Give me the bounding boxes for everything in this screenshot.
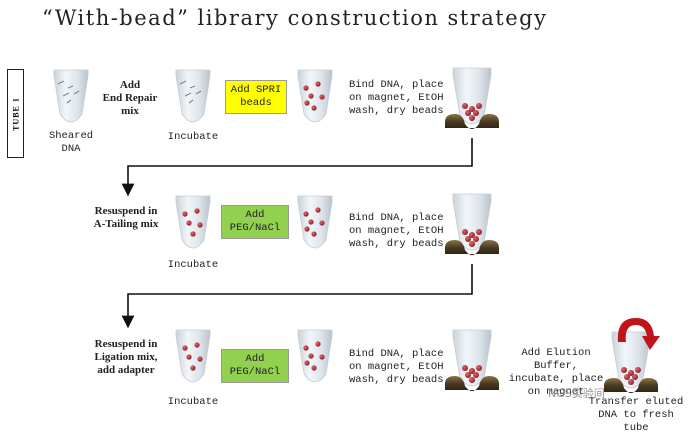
tube-label-box: TUBE 1 [7, 69, 24, 158]
step-resuspend-a-tailing: Resuspend in A-Tailing mix [93, 205, 159, 230]
magnet-icon [445, 240, 499, 255]
tube-caption-sheared: Sheared DNA [48, 130, 94, 155]
step-add-end-repair: Add End Repair mix [102, 79, 158, 117]
add-elution-buffer-text: Add Elution Buffer, incubate, place on m… [508, 347, 604, 398]
tube-icon [175, 195, 211, 249]
final-tube [604, 318, 660, 393]
step-resuspend-ligation: Resuspend in Ligation mix, add adapter [94, 338, 158, 376]
magnet-icon [445, 114, 499, 129]
watermark: NGS实验间 [548, 387, 605, 400]
tube-icon [297, 195, 333, 249]
magnet-tube [445, 329, 499, 391]
add-peg-nacl-box: Add PEG/NaCl [221, 349, 289, 383]
tube-icon [297, 69, 333, 123]
magnet-icon [445, 376, 499, 391]
tube-caption-incubate: Incubate [167, 259, 219, 271]
bind-dna-text: Bind DNA, place on magnet, EtOH wash, dr… [349, 79, 444, 117]
bead-icon [303, 81, 325, 111]
bind-dna-text: Bind DNA, place on magnet, EtOH wash, dr… [349, 348, 444, 386]
elution-arrow-icon [617, 318, 660, 350]
magnet-tube [445, 67, 499, 129]
magnet-tube [445, 193, 499, 255]
bind-dna-text: Bind DNA, place on magnet, EtOH wash, dr… [349, 212, 444, 250]
tube-icon [53, 69, 89, 123]
add-peg-nacl-box: Add PEG/NaCl [221, 205, 289, 239]
tube-caption-incubate: Incubate [167, 396, 219, 408]
tube-icon [175, 329, 211, 383]
transfer-eluted-text: Transfer eluted DNA to fresh tube [588, 396, 684, 434]
tube-icon [297, 329, 333, 383]
tube-caption-incubate: Incubate [167, 131, 219, 143]
magnet-icon [604, 378, 658, 393]
add-spri-beads-box: Add SPRI beads [225, 80, 287, 114]
tube-icon [175, 69, 211, 123]
arrow-icon [121, 138, 473, 329]
diagram-title: “With-bead” library construction strateg… [42, 6, 548, 30]
